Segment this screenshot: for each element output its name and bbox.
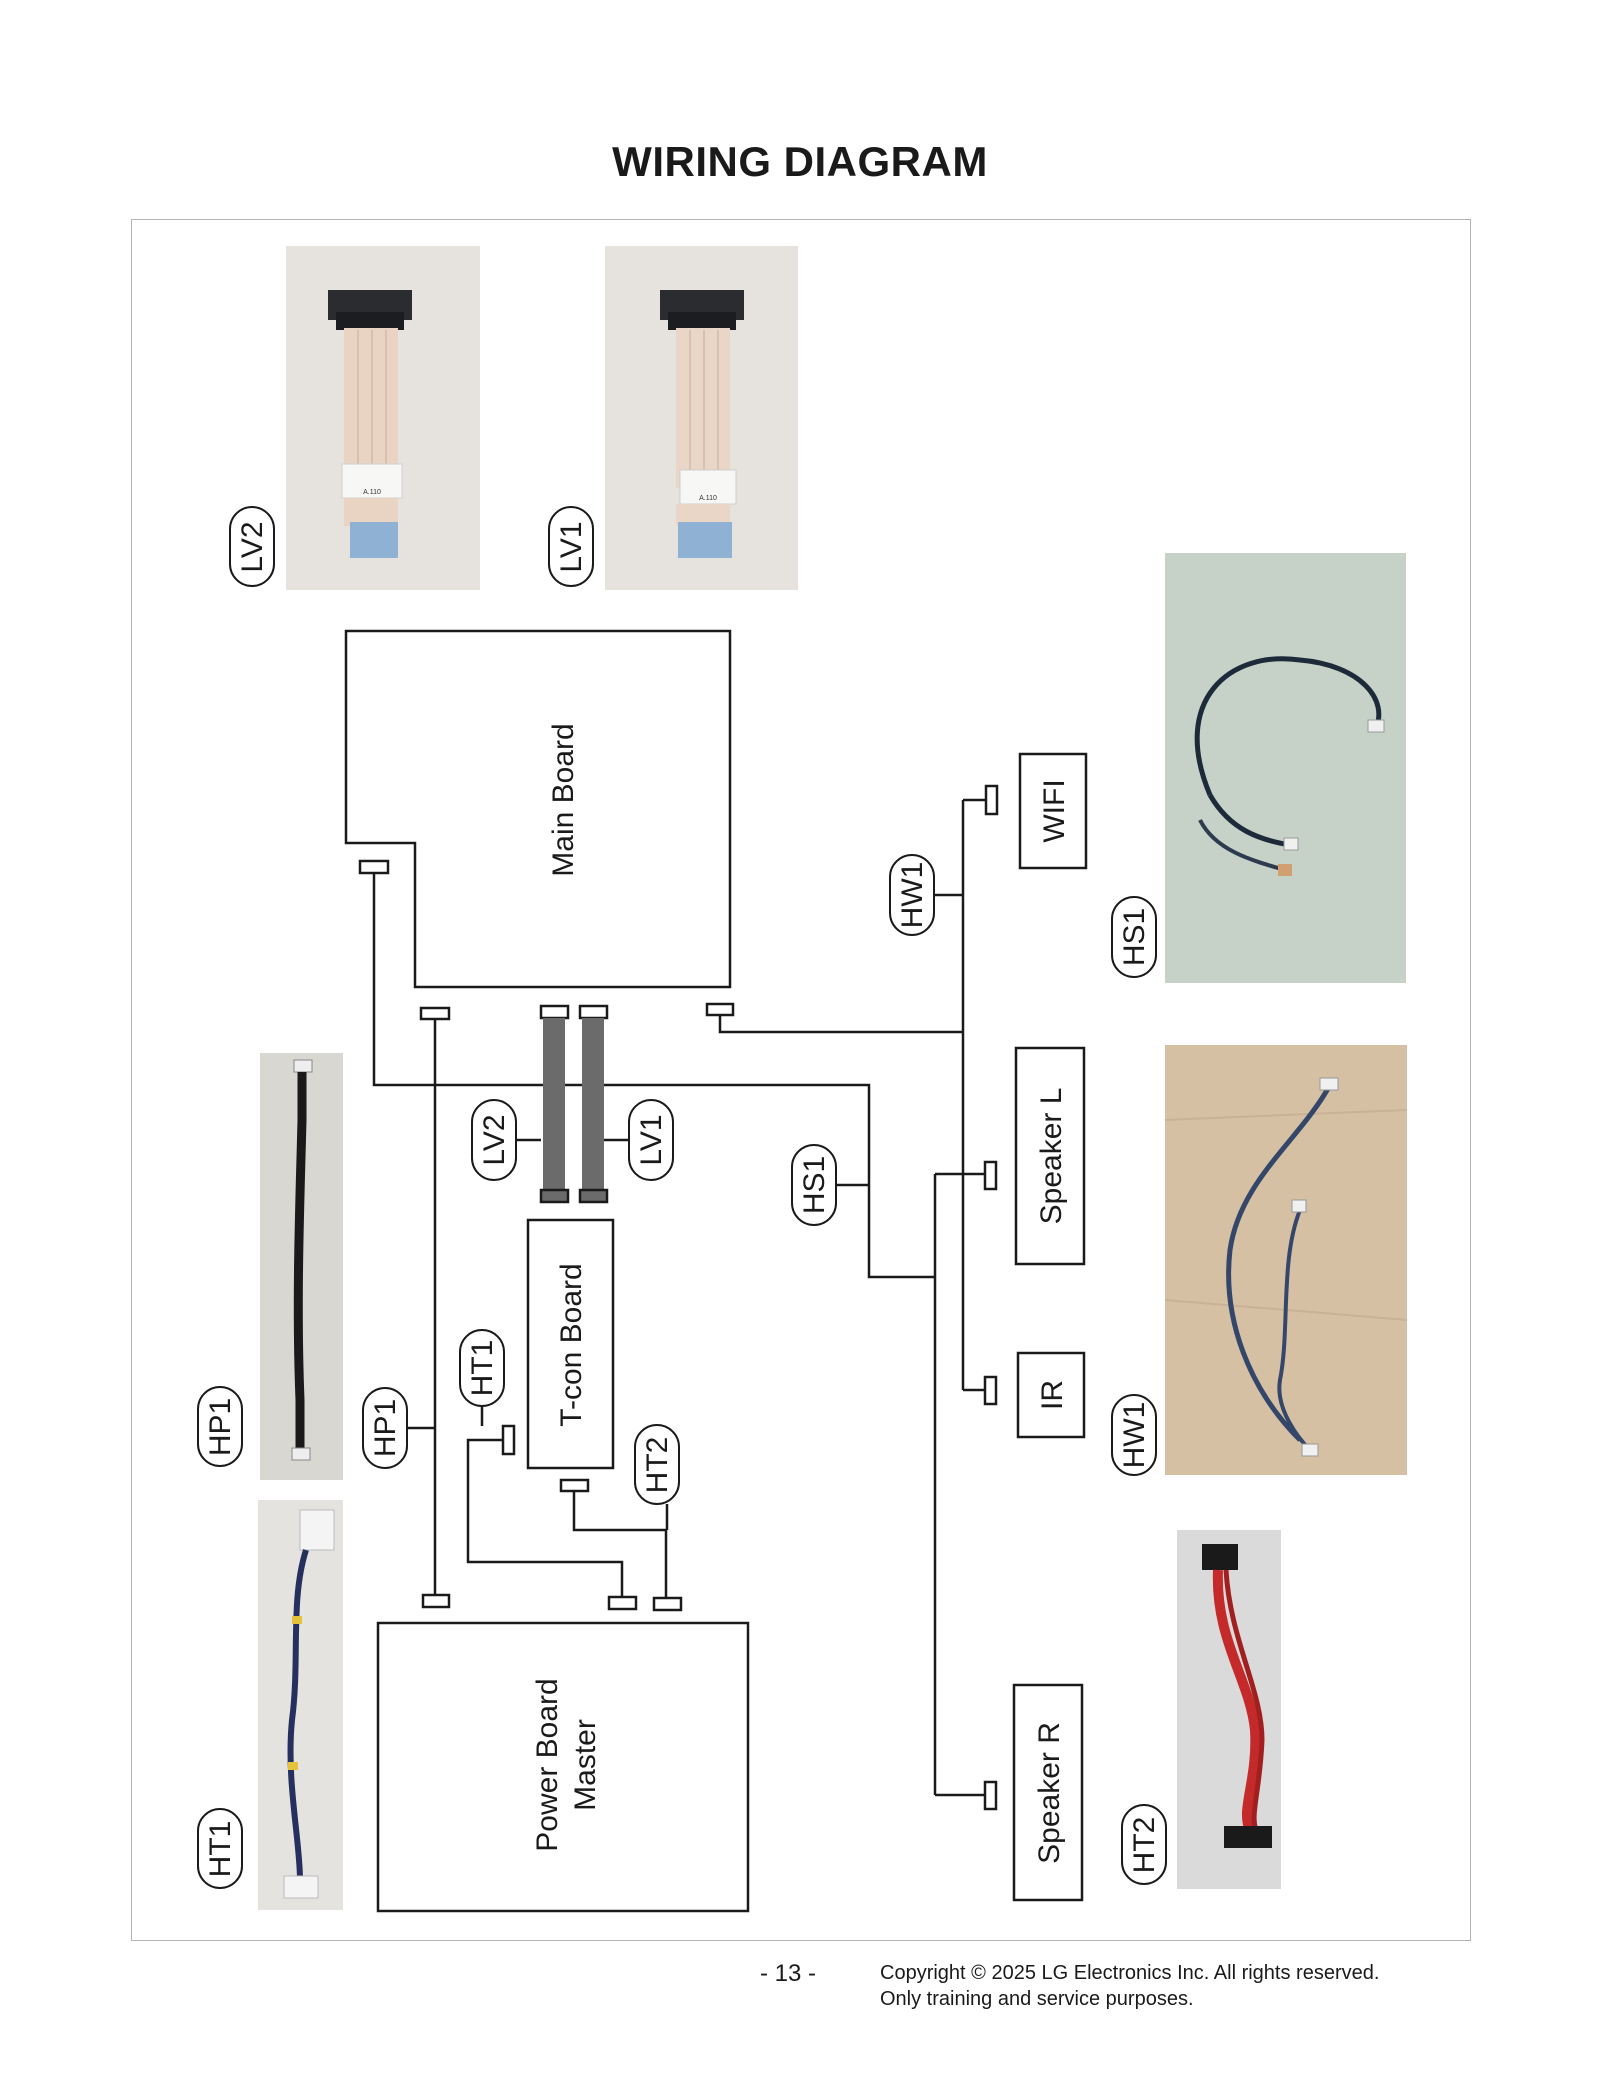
svg-text:LV2: LV2 (236, 521, 269, 572)
power-connector-ht1 (607, 1595, 638, 1611)
svg-text:HW1: HW1 (896, 862, 929, 929)
ht2-wire (572, 1491, 668, 1598)
tcon-board-label: T-con Board (555, 1263, 588, 1426)
speaker-r-box (1012, 1683, 1084, 1902)
page-number: - 13 - (760, 1960, 817, 1987)
wifi-label: WIFI (1038, 779, 1071, 842)
tcon-board-outline (526, 1218, 615, 1470)
svg-text:A.110: A.110 (363, 489, 381, 496)
power-connector-hp1 (421, 1593, 451, 1609)
speaker-r-connector (983, 1780, 998, 1811)
svg-text:HS1: HS1 (798, 1156, 831, 1214)
hw1-cable-photo (1164, 1045, 1408, 1475)
speaker-l-label: Speaker L (1035, 1088, 1068, 1225)
main-board-connector-hp1 (419, 1006, 451, 1021)
photo-caption-hw1: HW1 (1111, 1394, 1157, 1476)
main-board-outline (344, 629, 732, 989)
photo-caption-hs1: HS1 (1111, 896, 1157, 978)
svg-text:HT1: HT1 (204, 1821, 237, 1878)
lv1-ffc-cable (582, 1018, 604, 1190)
tag-hs1: HS1 (791, 1144, 837, 1226)
power-connector-ht2 (652, 1596, 683, 1612)
copyright-line-2: Only training and service purposes. (880, 1988, 1194, 2010)
tag-lv2: LV2 (471, 1099, 517, 1181)
wifi-box (1018, 752, 1088, 870)
lv2-ffc-bottom-connector (539, 1188, 570, 1204)
svg-text:LV1: LV1 (635, 1114, 668, 1165)
wifi-connector (984, 784, 999, 816)
diagram-frame (131, 219, 1471, 1941)
ht1-cable-photo (258, 1500, 343, 1910)
lv2-cable-photo: A.110 (286, 246, 480, 590)
svg-text:HT1: HT1 (466, 1340, 499, 1397)
main-board-connector-hw1 (705, 1002, 735, 1017)
photo-caption-lv2: LV2 (229, 506, 275, 587)
tag-hw1: HW1 (889, 854, 935, 936)
svg-text:LV2: LV2 (478, 1114, 511, 1165)
main-board-label: Main Board (547, 723, 580, 876)
svg-text:HS1: HS1 (1118, 908, 1151, 966)
hs1-wire (372, 873, 935, 1279)
copyright-notice: Copyright © 2025 LG Electronics Inc. All… (880, 1960, 1379, 2012)
photo-caption-hp1: HP1 (197, 1386, 243, 1467)
tag-ht1: HT1 (459, 1329, 505, 1407)
hs1-cable-photo (1165, 553, 1406, 983)
tag-ht2: HT2 (634, 1424, 680, 1505)
ir-box (1016, 1351, 1086, 1439)
photo-caption-lv1: LV1 (548, 506, 594, 587)
svg-text:HT2: HT2 (1128, 1817, 1161, 1874)
svg-text:HP1: HP1 (204, 1398, 237, 1456)
svg-text:HT2: HT2 (641, 1437, 674, 1494)
main-board-connector-hs1 (358, 859, 390, 875)
speaker-l-connector (983, 1160, 998, 1191)
ir-connector (983, 1375, 998, 1406)
power-board-label-line1: Power Board (531, 1678, 564, 1851)
speaker-r-label: Speaker R (1033, 1722, 1066, 1864)
speaker-l-box (1014, 1046, 1086, 1266)
ht2-cable-photo (1177, 1530, 1281, 1889)
lv1-ffc-top-connector (578, 1004, 609, 1020)
tag-hp1: HP1 (362, 1387, 408, 1469)
svg-text:LV1: LV1 (555, 521, 588, 572)
svg-text:HP1: HP1 (369, 1399, 402, 1457)
ir-label: IR (1036, 1380, 1069, 1410)
tag-lv1: LV1 (628, 1099, 674, 1181)
lv1-ffc-bottom-connector (578, 1188, 609, 1204)
tcon-connector-ht2 (559, 1478, 590, 1493)
photo-caption-ht1: HT1 (197, 1808, 243, 1889)
lv2-ffc-cable (543, 1018, 565, 1190)
power-board-label-line2: Master (569, 1719, 602, 1811)
lv1-cable-photo: A.110 (605, 246, 798, 590)
power-board-outline (376, 1621, 750, 1913)
hp1-cable-photo (260, 1053, 343, 1480)
tcon-connector-ht1 (501, 1424, 516, 1456)
hw1-wire (718, 1015, 963, 1034)
photo-caption-ht2: HT2 (1121, 1804, 1167, 1885)
page-title: WIRING DIAGRAM (612, 138, 988, 185)
svg-text:HW1: HW1 (1118, 1402, 1151, 1469)
ht1-wire (466, 1438, 624, 1597)
svg-text:A.110: A.110 (699, 495, 717, 502)
lv2-ffc-top-connector (539, 1004, 570, 1020)
copyright-line-1: Copyright © 2025 LG Electronics Inc. All… (880, 1962, 1380, 1984)
